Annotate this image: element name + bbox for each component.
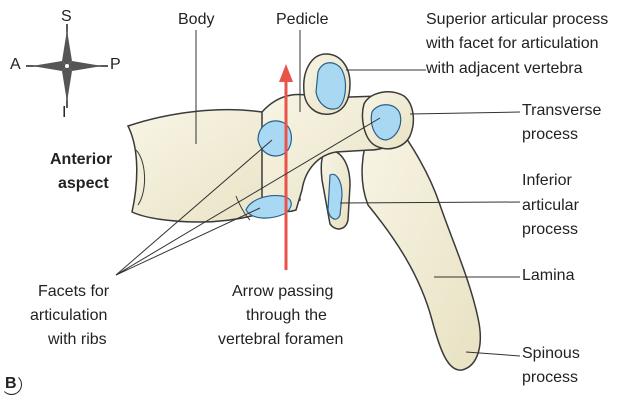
inferior-facet [328, 174, 342, 219]
label-body: Body [178, 10, 214, 29]
label-anterior-aspect-2: aspect [58, 174, 109, 193]
compass-inferior: I [62, 104, 66, 122]
label-lamina: Lamina [522, 266, 574, 285]
label-inferior-articular-2: articular [522, 196, 579, 215]
label-arrow-foramen-2: through the [246, 306, 327, 325]
label-anterior-aspect-1: Anterior [50, 150, 112, 169]
label-arrow-foramen-1: Arrow passing [232, 282, 333, 301]
label-arrow-foramen-3: vertebral foramen [218, 330, 343, 349]
label-facets-ribs-1: Facets for [38, 282, 109, 301]
panel-letter: B [5, 375, 17, 393]
label-superior-articular-2: with facet for articulation [426, 34, 599, 53]
compass-anterior: A [10, 56, 21, 74]
label-transverse-1: Transverse [522, 101, 601, 120]
label-inferior-articular-3: process [522, 220, 578, 239]
label-transverse-2: process [522, 125, 578, 144]
compass-rose [26, 24, 108, 108]
label-superior-articular-1: Superior articular process [426, 10, 608, 29]
compass-posterior: P [110, 56, 121, 74]
superior-facet [316, 63, 345, 109]
label-spinous-1: Spinous [522, 344, 580, 363]
label-inferior-articular-1: Inferior [522, 171, 572, 190]
label-pedicle: Pedicle [276, 10, 328, 29]
spinous-process-shape [362, 120, 480, 370]
label-spinous-2: process [522, 368, 578, 387]
label-superior-articular-3: with adjacent vertebra [426, 59, 583, 78]
label-facets-ribs-3: with ribs [48, 330, 107, 349]
compass-superior: S [61, 8, 72, 26]
label-facets-ribs-2: articulation [30, 306, 107, 325]
